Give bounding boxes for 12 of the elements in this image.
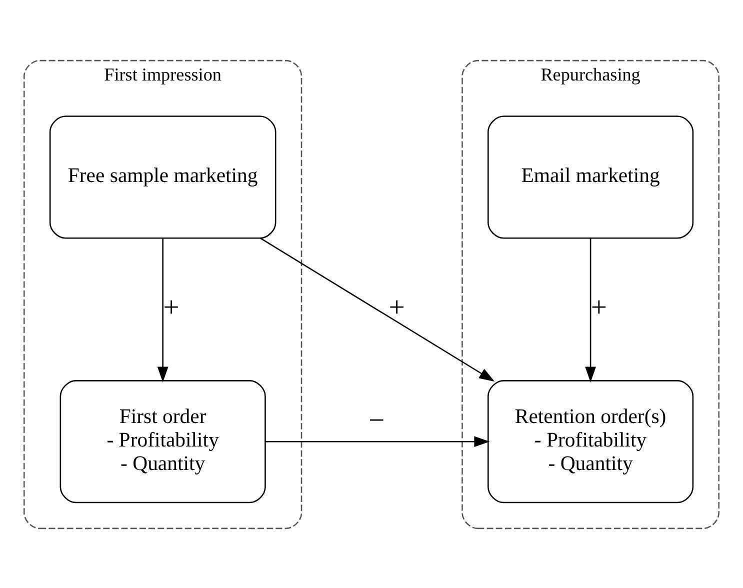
- node-box: Email marketing: [488, 115, 694, 238]
- arrow: [157, 238, 168, 382]
- edge-label: +: [388, 292, 405, 324]
- node-box: Free sample marketing: [49, 115, 276, 238]
- edge-label: +: [163, 292, 180, 324]
- node-box: First order - Profitability - Quantity: [60, 380, 266, 503]
- edge-label: +: [590, 292, 608, 324]
- arrow: [260, 237, 495, 382]
- node-box: Retention order(s) - Profitability - Quantity: [488, 380, 694, 503]
- arrow: [585, 238, 596, 382]
- arrow: [265, 436, 490, 447]
- edge-label: −: [368, 404, 385, 436]
